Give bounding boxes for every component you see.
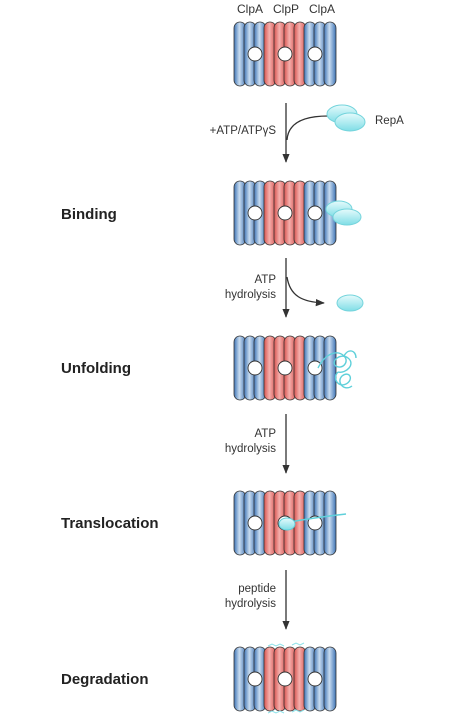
clpap-complex-initial — [233, 21, 337, 87]
clpa-right-label: ClpA — [309, 2, 335, 16]
clpap-complex-unfolding — [233, 335, 337, 401]
stage-binding-label: Binding — [61, 206, 117, 223]
peptide-hydrolysis-line1: peptide — [238, 583, 276, 595]
clpa-left-label: ClpA — [237, 2, 263, 16]
translocating-polypeptide — [278, 513, 347, 531]
clpap-complex-degradation — [233, 646, 337, 712]
repa-dimer-bound — [325, 200, 362, 226]
stage-translocation-label: Translocation — [61, 515, 159, 532]
atp-binding-label: +ATP/ATPγS — [210, 125, 277, 137]
atp-hydrolysis-2-line1: ATP — [254, 428, 276, 440]
stage-unfolding-label: Unfolding — [61, 360, 131, 377]
repa-dimer-free — [326, 104, 366, 132]
repa-label: RepA — [375, 115, 404, 127]
atp-hydrolysis-1-line1: ATP — [254, 274, 276, 286]
peptide-fragments — [267, 642, 305, 714]
repa-release-arrow — [286, 276, 325, 307]
clpap-complex-binding — [233, 180, 337, 246]
peptide-hydrolysis-line2: hydrolysis — [225, 598, 276, 610]
unfolding-polypeptide — [317, 350, 357, 389]
clpp-label: ClpP — [273, 2, 299, 16]
atp-hydrolysis-1-line2: hydrolysis — [225, 289, 276, 301]
repa-monomer-released — [336, 294, 364, 312]
stage-degradation-label: Degradation — [61, 671, 149, 688]
atp-hydrolysis-2-line2: hydrolysis — [225, 443, 276, 455]
repa-entry-curve — [286, 115, 329, 141]
